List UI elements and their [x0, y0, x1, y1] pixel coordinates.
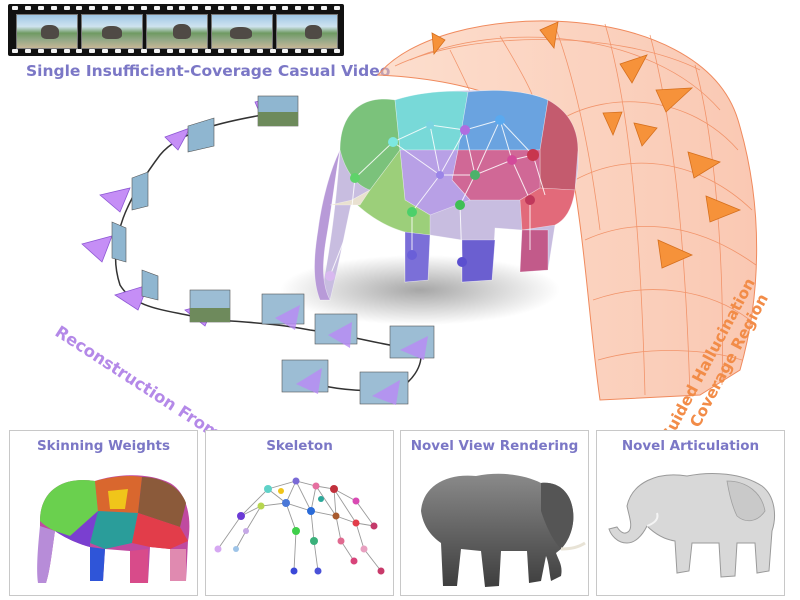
video-frame-1 — [16, 14, 78, 49]
reconstruction-illustration — [81, 20, 758, 405]
video-frame-4 — [211, 14, 273, 49]
video-caption: Single Insufficient-Coverage Casual Vide… — [26, 62, 391, 80]
articulated-elephant — [608, 472, 775, 578]
video-frame-5 — [276, 14, 338, 49]
panel-novel-articulation: Novel Articulation — [596, 430, 785, 596]
video-filmstrip — [8, 4, 344, 56]
skinning-weights-elephant — [37, 475, 190, 583]
panel-title: Novel View Rendering — [410, 438, 579, 454]
panel-title: Skeleton — [266, 438, 333, 454]
video-frame-2 — [81, 14, 143, 49]
video-frame-3 — [146, 14, 208, 49]
film-perforations-bottom — [12, 49, 340, 54]
panel-skinning-weights: Skinning Weights — [9, 430, 198, 596]
skeleton-graph — [214, 477, 385, 575]
hallucination-cameras — [431, 21, 742, 269]
panel-title: Novel Articulation — [621, 438, 760, 454]
panel-novel-view-rendering: Novel View Rendering — [400, 430, 589, 596]
film-perforations-top — [12, 6, 340, 11]
video-cameras — [81, 95, 435, 405]
rendered-elephant — [421, 473, 586, 587]
skeleton-joints — [325, 115, 539, 281]
panel-title: Skinning Weights — [36, 438, 171, 454]
panel-skeleton: Skeleton — [205, 430, 394, 596]
